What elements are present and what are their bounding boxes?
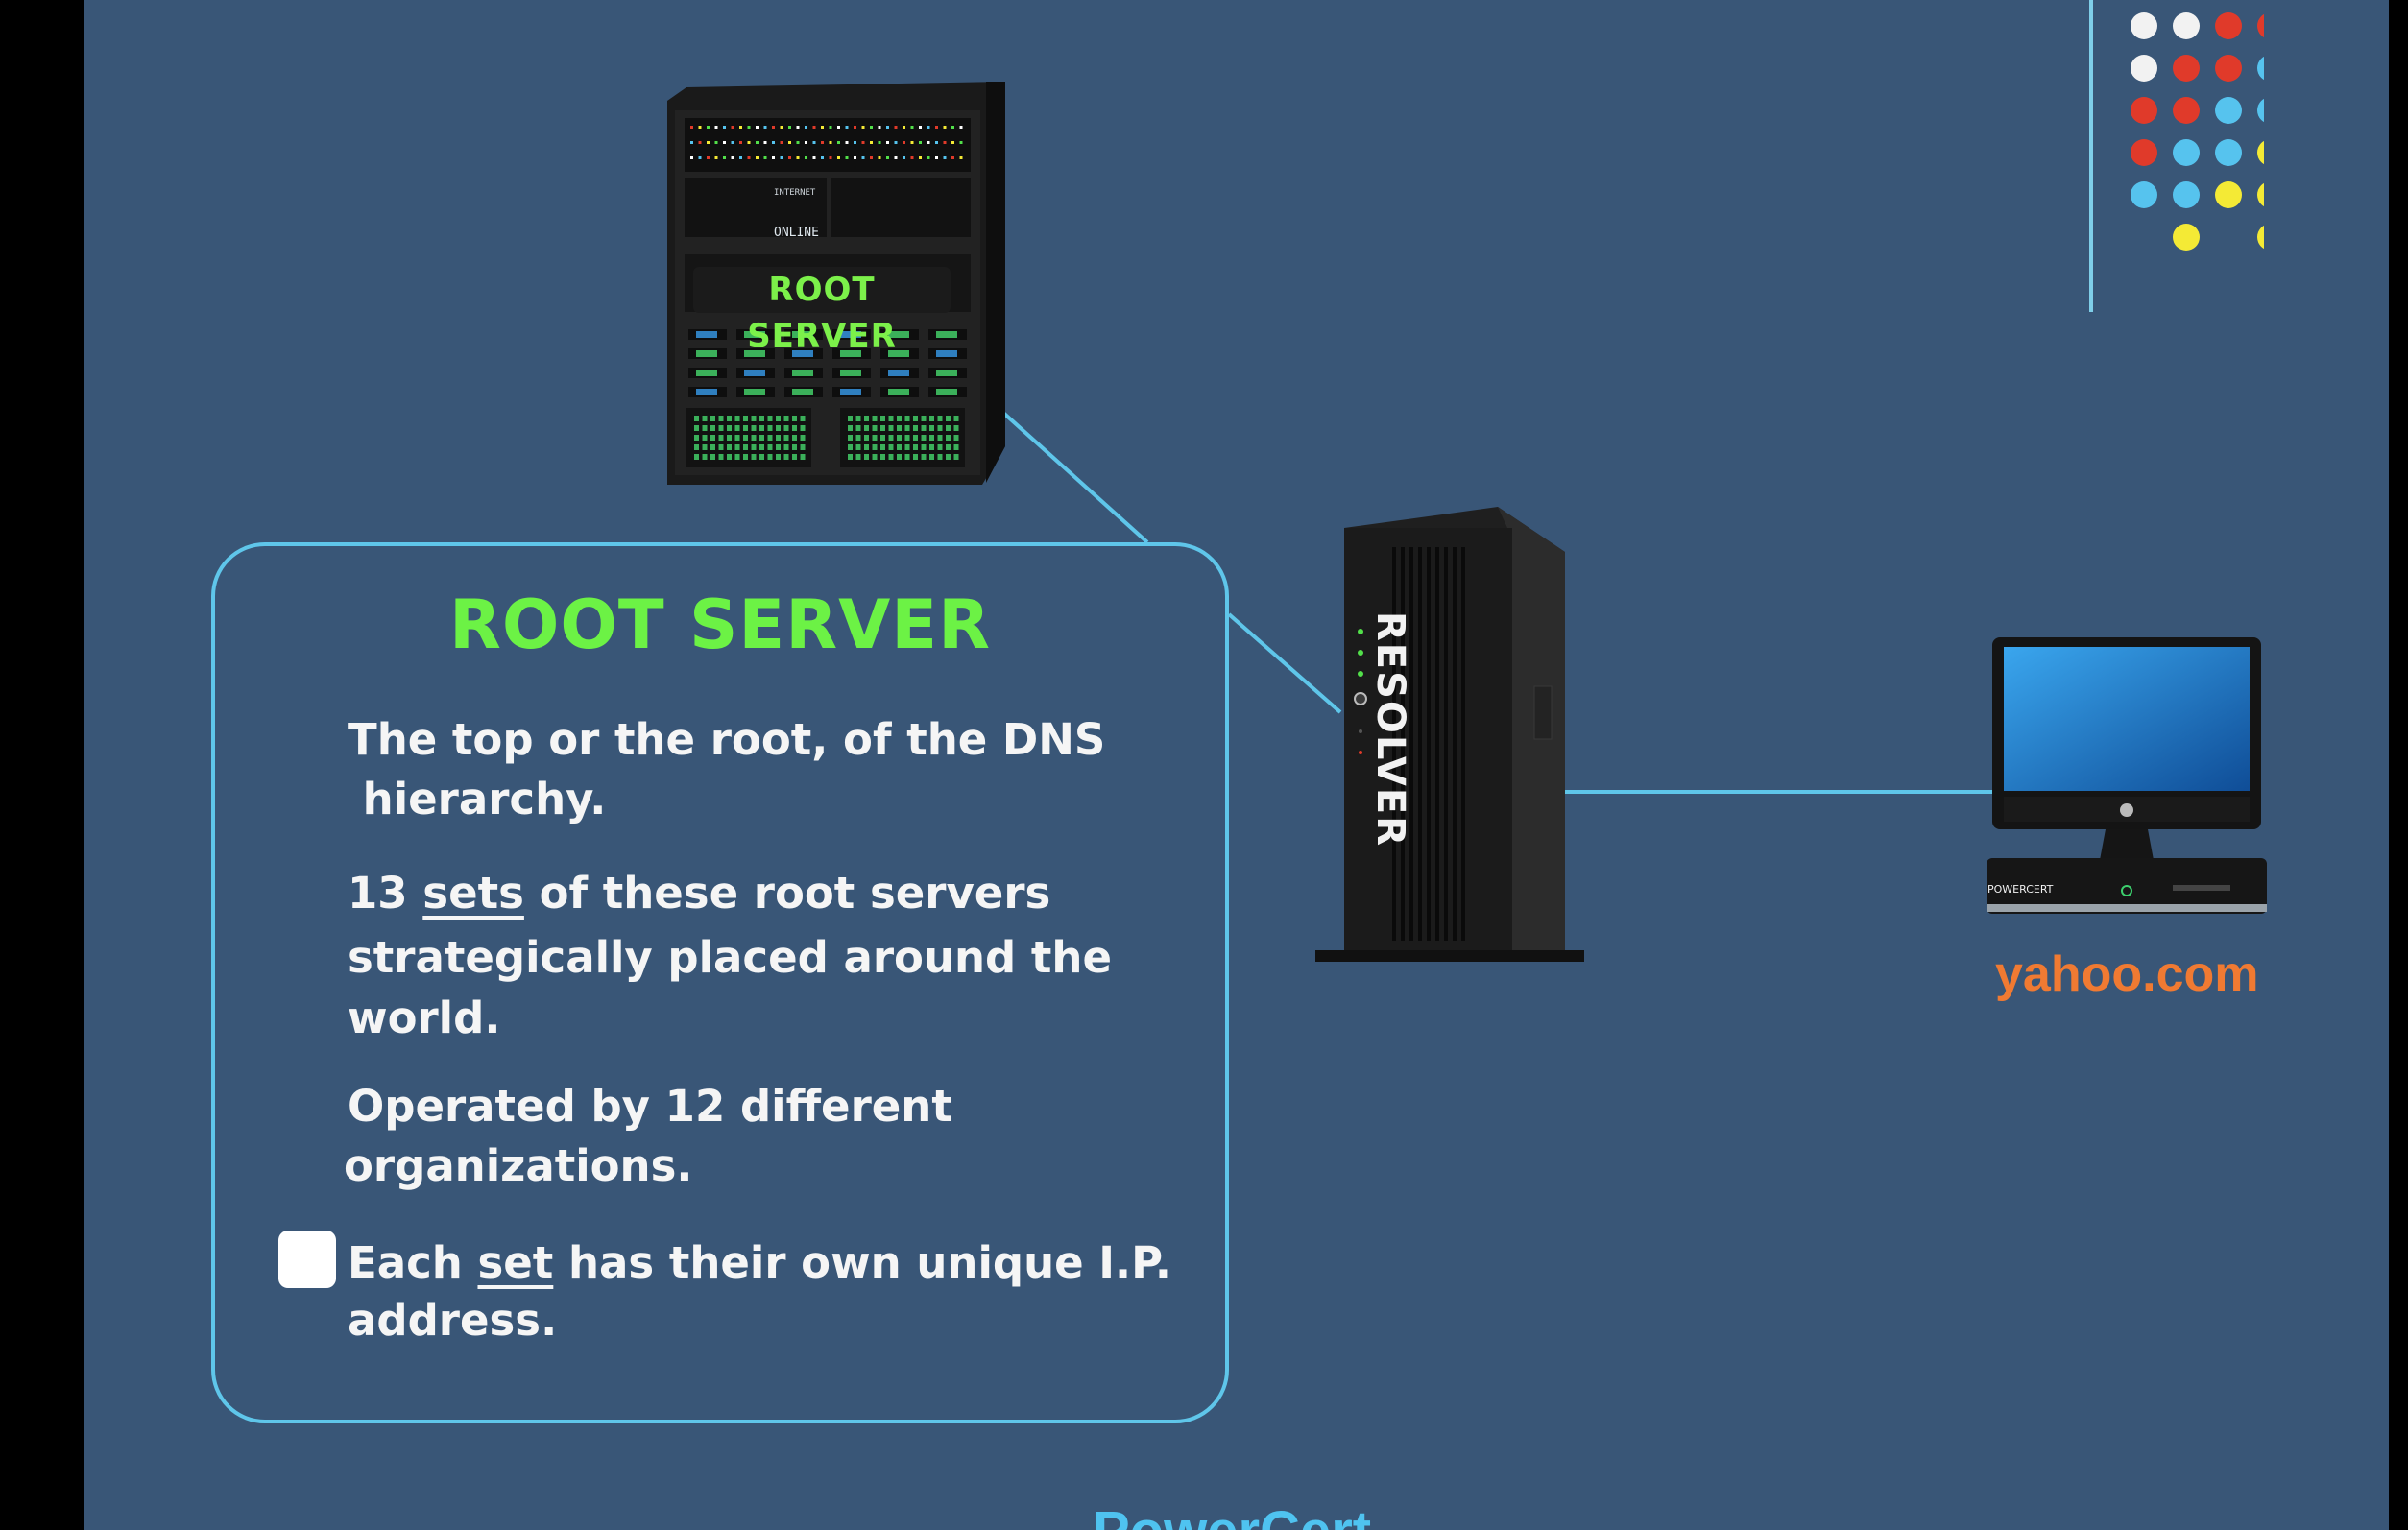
decorative-vertical-line [2089, 0, 2093, 312]
dot-red [2215, 55, 2242, 82]
root-server-link-upper [1001, 411, 1149, 544]
root-server-rack-label: ROOT SERVER [693, 267, 951, 355]
dot-blue [2257, 56, 2264, 81]
bullet-box [278, 1231, 336, 1288]
card-paragraph-4-line-2: address. [348, 1295, 558, 1346]
card-paragraph-1-line-1: The top or the root, of the DNS [348, 714, 1106, 765]
dot-blue [2173, 139, 2200, 166]
dot-yellow [2257, 225, 2264, 250]
dot-red [2215, 12, 2242, 39]
decorative-dot-grid [2131, 12, 2264, 251]
connector-lines [1001, 411, 2022, 794]
root-server-link-lower [1227, 612, 1342, 714]
resolver-label: RESOLVER [1368, 611, 1412, 848]
dot-yellow [2257, 140, 2264, 165]
dot-yellow [2173, 224, 2200, 251]
card-paragraph-2-line-2: strategically placed around the [348, 932, 1112, 983]
dot-blue [2173, 181, 2200, 208]
dot-white [2173, 12, 2200, 39]
card-p2-prefix: 13 [348, 868, 423, 919]
dot-white [2131, 12, 2157, 39]
dot-white [2131, 55, 2157, 82]
card-paragraph-2-line-1: 13 sets of these root servers [348, 864, 1050, 923]
footer-brand: PowerCert [1093, 1499, 1371, 1530]
card-p4-underlined: set [477, 1237, 554, 1288]
dot-red [2131, 139, 2157, 166]
card-paragraph-3-line-1: Operated by 12 different [348, 1081, 952, 1132]
client-hostname: yahoo.com [1995, 946, 2259, 1002]
computer-badge: POWERCERT [1987, 883, 2054, 896]
card-paragraph-2-line-3: world. [348, 992, 501, 1043]
card-p2-underlined: sets [422, 868, 524, 919]
dot-blue [2131, 181, 2157, 208]
dot-yellow [2215, 181, 2242, 208]
rack-online-label: ONLINE [774, 226, 819, 240]
dot-red [2257, 13, 2264, 38]
dot-red [2131, 97, 2157, 124]
card-p4-suffix: has their own unique I.P. [553, 1237, 1171, 1288]
dot-blue [2215, 139, 2242, 166]
card-paragraph-1-line-2: hierarchy. [348, 774, 607, 825]
dot-blue [2257, 98, 2264, 123]
card-p2-suffix: of these root servers [523, 868, 1051, 919]
card-p4-prefix: Each [348, 1237, 478, 1288]
dot-blue [2215, 97, 2242, 124]
card-paragraph-4-line-1: Each set has their own unique I.P. [348, 1233, 1171, 1293]
root-server-info-card [211, 542, 1229, 1423]
resolver-tower-graphic [1315, 507, 1584, 962]
card-paragraph-3-line-2: organizations. [344, 1140, 693, 1191]
card-title: ROOT SERVER [448, 586, 992, 664]
client-computer-graphic [1987, 637, 2267, 914]
dot-red [2173, 97, 2200, 124]
dot-red [2173, 55, 2200, 82]
dot-yellow [2257, 182, 2264, 207]
rack-internet-label: INTERNET [774, 188, 816, 198]
